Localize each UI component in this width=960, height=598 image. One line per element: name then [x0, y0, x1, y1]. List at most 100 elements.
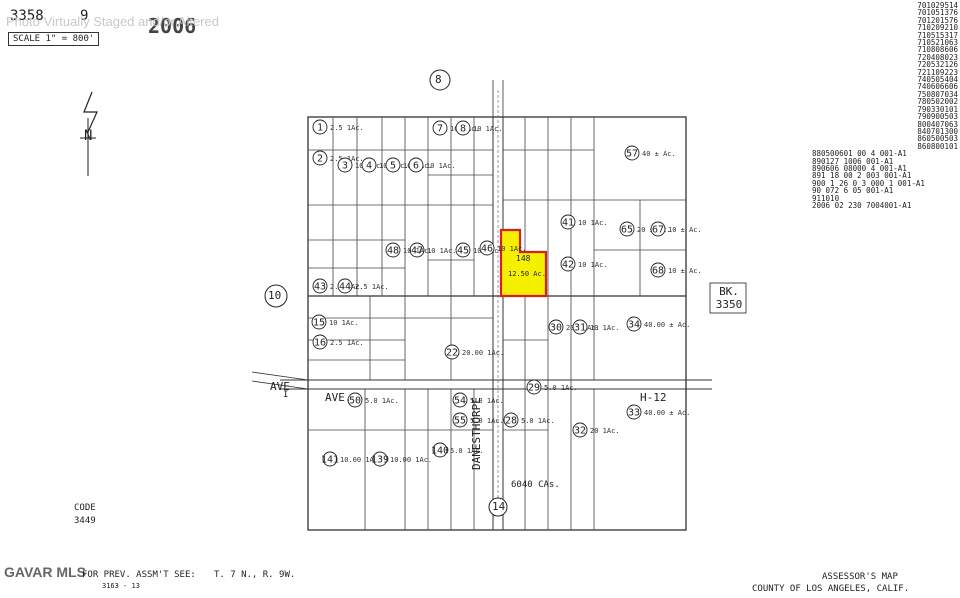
parcel-number: 67 [652, 225, 664, 236]
revision-code: 721109223 [917, 67, 958, 77]
parcel-number: 15 [313, 318, 325, 329]
parcel-area: 10 1Ac. [473, 125, 503, 133]
highlighted-parcel[interactable] [499, 228, 548, 298]
parcel-area: 20 1Ac. [590, 427, 620, 435]
parcel-number: 57 [626, 149, 638, 160]
bottom-road-label: 6040 CAs. [511, 480, 560, 490]
revision-code: 890606 08000 4 001-A1 [812, 163, 907, 173]
revision-code: 710209210 [917, 23, 958, 33]
neighbor-map-bottom[interactable]: 14 [492, 500, 506, 513]
revision-code: 890127 1006 001-A1 [812, 156, 894, 166]
revision-code: 840701300 [917, 126, 958, 136]
revision-code: 780502002 [917, 97, 958, 107]
neighbor-map-top[interactable]: 8 [435, 73, 442, 86]
township-range: T. 7 N., R. 9W. [214, 570, 296, 580]
parcel-number: 55 [454, 416, 466, 427]
road-ave-west: AVE [270, 380, 290, 393]
parcel-area: 5.0 1Ac. [521, 417, 555, 425]
parcel-number: 28 [505, 416, 517, 427]
parcel-15[interactable]: 15 10 1Ac. [311, 314, 359, 330]
parcel-area: 10 1Ac. [426, 162, 456, 170]
parcel-area: 5.0 1Ac. [470, 397, 504, 405]
assessor-map-title: ASSESSOR'S MAP [822, 572, 898, 582]
parcel-area: 10 1Ac. [403, 247, 433, 255]
parcel-1[interactable]: 1 2.5 1Ac. [312, 119, 364, 135]
prev-assessment: FOR PREV. ASSM'T SEE: [82, 570, 196, 580]
neighbor-block-right[interactable]: BK. 3350 [715, 285, 743, 311]
parcel-number: 22 [446, 348, 458, 359]
parcel-41[interactable]: 41 10 1Ac. [560, 214, 608, 230]
parcel-number: 5 [390, 161, 396, 172]
parcel-number: 45 [457, 246, 469, 257]
parcel-area: 10 1Ac. [497, 245, 527, 253]
revision-code: 880500601 00 4 001-A1 [812, 149, 907, 159]
parcel-8[interactable]: 8 10 1Ac. [455, 120, 503, 136]
parcel-4[interactable]: 410 1Ac. [361, 157, 409, 173]
parcel-number: 68 [652, 266, 664, 277]
county-label: COUNTY OF LOS ANGELES, CALIF. [752, 584, 910, 594]
road-west-code: I [283, 390, 289, 400]
revision-code: 790330101 [917, 104, 958, 114]
parcel-number: 1 [317, 123, 323, 134]
revision-code: 860500503 [917, 134, 958, 144]
parcel-area: 2.5 1Ac. [330, 124, 364, 132]
parcel-number: 3 [342, 161, 348, 172]
parcel-number: 43 [314, 282, 326, 293]
parcel-area: 2.5 1Ac. [330, 339, 364, 347]
parcel-area: 10 1Ac. [578, 219, 608, 227]
parcel-29[interactable]: 29 5.0 1Ac. [526, 379, 578, 395]
parcel-number: 139 [371, 455, 389, 466]
code-value: 3449 [74, 516, 96, 526]
parcel-number: 4 [366, 161, 372, 172]
parcel-number: 41 [562, 218, 574, 229]
map-number: 3358 [10, 8, 44, 24]
parcel-number: 32 [574, 426, 586, 437]
parcel-number: 30 [550, 323, 562, 334]
road-h12: H-12 [640, 391, 667, 404]
neighbor-map-left[interactable]: 10 [268, 289, 282, 302]
highlighted-parcel-number: 148 [516, 254, 531, 263]
scale-label: SCALE 1" = 800' [8, 32, 100, 46]
parcel-28[interactable]: 28 5.0 1Ac. [503, 412, 555, 428]
revision-code: 710515317 [917, 30, 958, 40]
parcel-32[interactable]: 32 20 1Ac. [572, 422, 620, 438]
parcel-area: 10 1Ac. [427, 247, 457, 255]
revision-code: 790900503 [917, 112, 958, 122]
parcel-number: 8 [460, 124, 466, 135]
parcel-number: 2 [317, 154, 323, 165]
revision-code: 701029514 [917, 1, 958, 10]
parcel-area: 40.00 ± Ac. [644, 409, 690, 417]
parcel-number: 46 [481, 244, 493, 255]
block-boundary [307, 116, 687, 531]
code-label: CODE [74, 503, 96, 513]
parcel-area: 5.0 1Ac. [544, 384, 578, 392]
parcel-46[interactable]: 46 10 1Ac. [479, 240, 527, 256]
parcel-area: 2.5 1Ac. [355, 283, 389, 291]
parcel-number: 29 [528, 383, 540, 394]
parcel-area: 10 1Ac. [329, 319, 359, 327]
road-ave-left: AVE. [325, 391, 352, 404]
parcel-area: 5.0 1Ac. [365, 397, 399, 405]
north-label: N [84, 128, 93, 144]
